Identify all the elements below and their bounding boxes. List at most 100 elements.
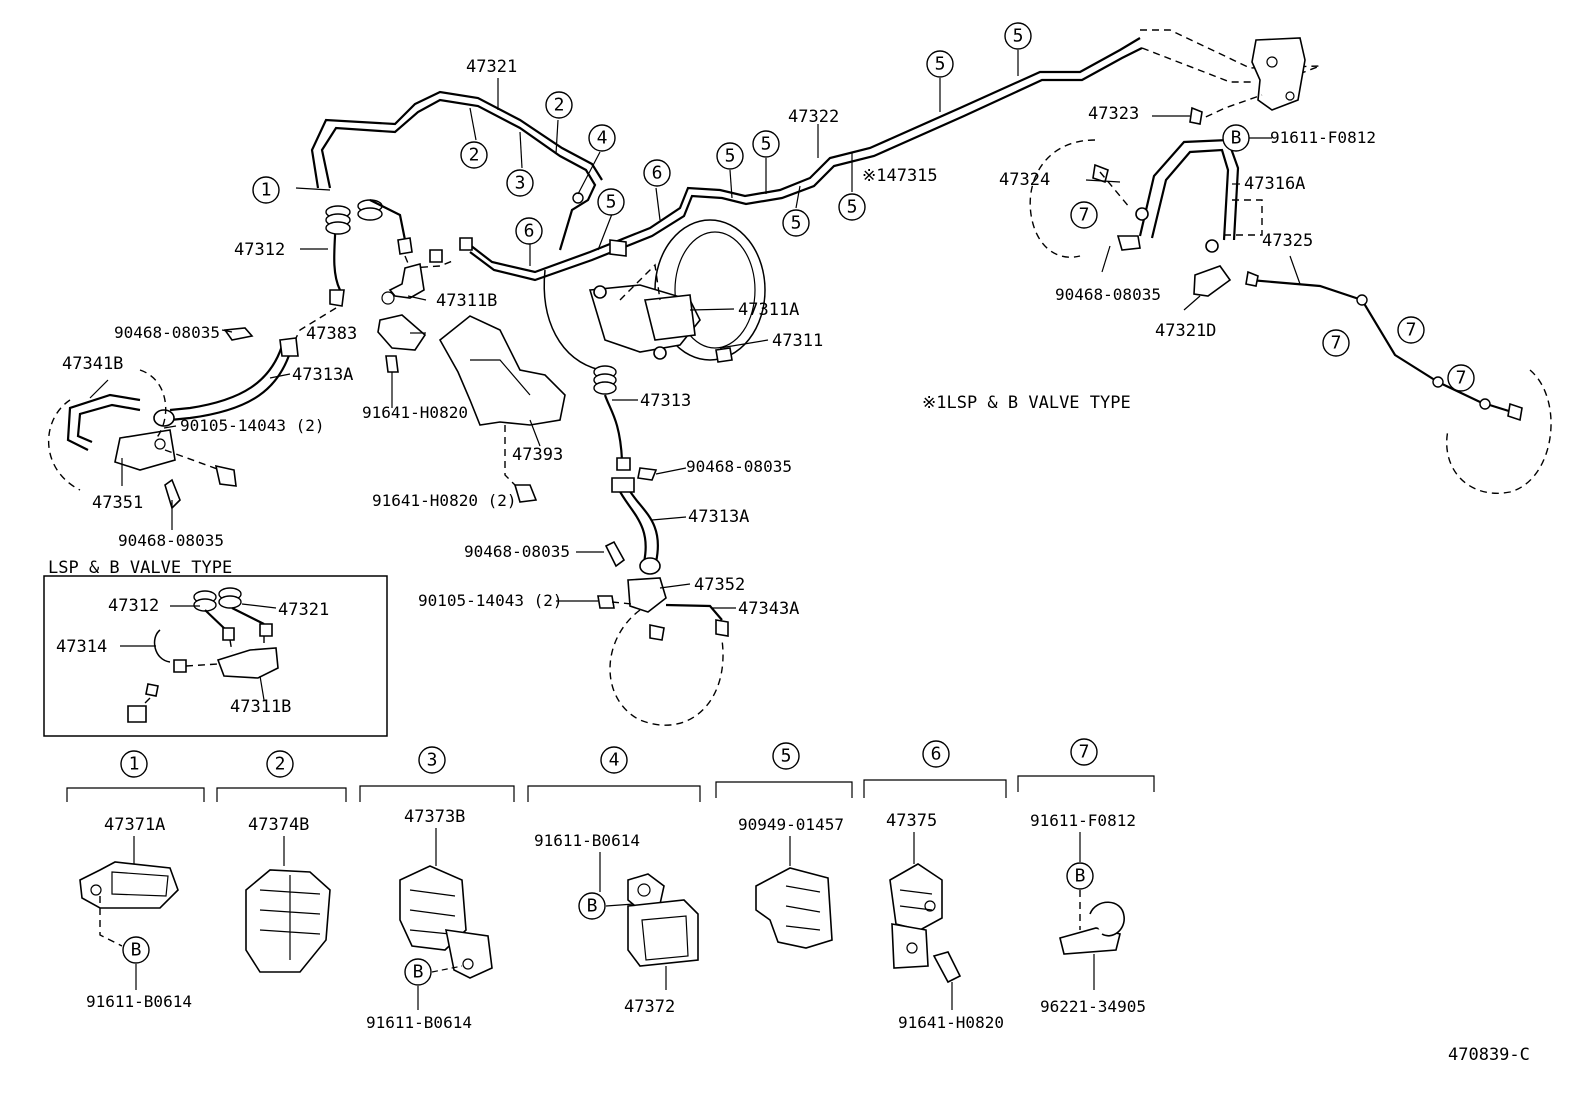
- hose-47313A-right: [627, 487, 659, 563]
- callout-7: 7: [1070, 201, 1098, 229]
- label-90468-08035-bottomleft: 90468-08035: [118, 531, 224, 550]
- callout-5: 5: [782, 209, 810, 237]
- bracket-47352: [627, 577, 667, 613]
- svg-text:6: 6: [524, 221, 535, 242]
- svg-text:7: 7: [1406, 320, 1417, 341]
- pipe-47343A: [665, 603, 723, 621]
- clamp-bolt-91641-H0820: 91641-H0820: [898, 1013, 1004, 1032]
- svg-text:7: 7: [1456, 368, 1467, 389]
- svg-text:1: 1: [129, 754, 140, 775]
- callout-5: 5: [838, 193, 866, 221]
- label-90105-14043-mid: 90105-14043 (2): [418, 591, 563, 610]
- inset-label-47311B: 47311B: [230, 697, 291, 717]
- svg-text:3: 3: [427, 750, 438, 771]
- svg-text:6: 6: [652, 163, 663, 184]
- clamp-group-5: 5 90949-01457: [715, 742, 853, 949]
- svg-text:B: B: [413, 962, 424, 983]
- clamp-bolt-91611-B0614-3: 91611-B0614: [366, 1013, 472, 1032]
- callout-4: 4: [588, 124, 616, 152]
- bolt-left: [214, 464, 237, 487]
- label-47316A: 47316A: [1244, 174, 1305, 194]
- clamp-47374B: [245, 869, 331, 973]
- diagram-code: 470839-C: [1448, 1045, 1530, 1065]
- callout-7: 7: [1322, 329, 1350, 357]
- clamp-group-7: 7 91611-F0812 B 96221-34905: [1017, 738, 1155, 1016]
- clip-90468-right: [1116, 235, 1141, 251]
- svg-text:B: B: [1231, 128, 1242, 149]
- label-90468-08035-mid: 90468-08035: [686, 457, 792, 476]
- svg-text:B: B: [1075, 866, 1086, 887]
- clamp-groups: 1 47371A B 91611-B0614 2 47374B 3 47373B: [66, 738, 1155, 1032]
- svg-text:4: 4: [609, 750, 620, 771]
- callout-5: 5: [716, 142, 744, 170]
- svg-text:7: 7: [1331, 333, 1342, 354]
- pipe-47325: [1249, 278, 1513, 414]
- inset-title: LSP & B VALVE TYPE: [48, 558, 232, 578]
- wheel-front-left: [48, 399, 81, 491]
- clamp-group-2: 2 47374B: [216, 750, 347, 973]
- inset-label-47321: 47321: [278, 600, 329, 620]
- svg-text:3: 3: [515, 173, 526, 194]
- label-90468-08035-low: 90468-08035: [464, 542, 570, 561]
- clamp-part-90949-01457: 90949-01457: [738, 815, 844, 834]
- leader-lines: [89, 50, 1301, 701]
- label-47313A-left: 47313A: [292, 365, 353, 385]
- clamp-group-6: 6 47375 91641-H0820: [863, 740, 1007, 1032]
- bracket-47383: [377, 314, 427, 351]
- bracket-47393: [438, 315, 566, 426]
- clamp-part-96221-34905: 96221-34905: [1040, 997, 1146, 1016]
- inset-box: [43, 575, 388, 737]
- label-147315: ※147315: [862, 166, 938, 186]
- clamp-bolt-91611-B0614-1: 91611-B0614: [86, 992, 192, 1011]
- label-47352: 47352: [694, 575, 745, 595]
- label-90105-14043-left: 90105-14043 (2): [180, 416, 325, 435]
- pipe-47321: [320, 98, 597, 251]
- label-47312: 47312: [234, 240, 285, 260]
- label-47321D: 47321D: [1155, 321, 1216, 341]
- inset-bracket-47311B: [216, 647, 279, 679]
- svg-text:5: 5: [791, 213, 802, 234]
- callout-3: 3: [506, 169, 534, 197]
- clamp-part-47374B: 47374B: [248, 815, 309, 835]
- main-pipes: [43, 29, 1552, 737]
- label-47313A-right: 47313A: [688, 507, 749, 527]
- svg-text:5: 5: [847, 197, 858, 218]
- svg-text:5: 5: [761, 134, 772, 155]
- label-47322: 47322: [788, 107, 839, 127]
- clamp-group-4: 4 91611-B0614 B 47372: [527, 746, 701, 1017]
- bracket-47351: [114, 429, 176, 471]
- label-47383: 47383: [306, 324, 357, 344]
- svg-text:5: 5: [725, 146, 736, 167]
- inset-label-47312: 47312: [108, 596, 159, 616]
- part-labels: 47321 47322 47323 47324 47316A 47325 473…: [48, 57, 1376, 619]
- svg-text:5: 5: [935, 54, 946, 75]
- label-91641-H0820: 91641-H0820: [362, 403, 468, 422]
- clamp-bolt-91611-B0614-4: 91611-B0614: [534, 831, 640, 850]
- hose-47316A: [1150, 148, 1230, 241]
- clamp-group-3: 3 47373B B 91611-B0614: [359, 746, 515, 1032]
- callout-B: B: [1222, 124, 1250, 152]
- clamp-part-47373B: 47373B: [404, 807, 465, 827]
- svg-text:2: 2: [275, 754, 286, 775]
- label-47351: 47351: [92, 493, 143, 513]
- callout-1: 1: [252, 176, 280, 204]
- label-90468-08035-right: 90468-08035: [1055, 285, 1161, 304]
- callout-6: 6: [515, 217, 543, 245]
- hose-47313A-left: [169, 345, 294, 422]
- callout-5: 5: [926, 50, 954, 78]
- label-91641-H0820-2: 91641-H0820 (2): [372, 491, 517, 510]
- label-47311: 47311: [772, 331, 823, 351]
- bracket-47321D: [1193, 265, 1232, 297]
- svg-text:4: 4: [597, 128, 608, 149]
- callouts-main: 1 2 3 2 4 5 6 6 5 5 5 5 5 5 7 B 7 7 7: [252, 22, 1475, 392]
- svg-text:5: 5: [1013, 26, 1024, 47]
- pipe-47322-b: [469, 47, 1143, 282]
- clamp-part-47375: 47375: [886, 811, 937, 831]
- clamp-bolt-91611-F0812: 91611-F0812: [1030, 811, 1136, 830]
- svg-text:6: 6: [931, 744, 942, 765]
- label-47341B: 47341B: [62, 354, 123, 374]
- label-47311A: 47311A: [738, 300, 799, 320]
- inset-labels: 47312 47321 47314 47311B: [56, 596, 329, 717]
- callout-2: 2: [545, 91, 573, 119]
